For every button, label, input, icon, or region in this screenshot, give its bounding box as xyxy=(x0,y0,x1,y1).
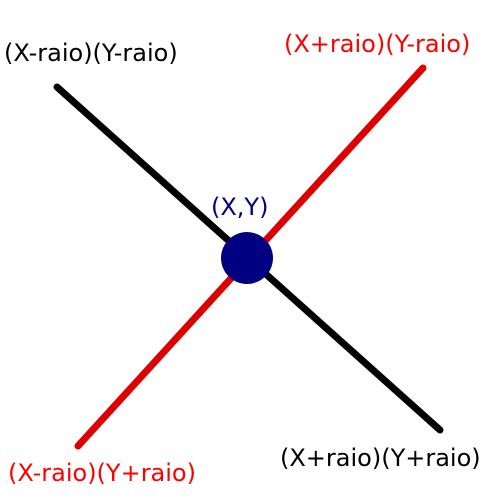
center-point xyxy=(221,232,273,284)
label-center: (X,Y) xyxy=(211,193,268,221)
label-bottom-left: (X-raio)(Y+raio) xyxy=(8,459,196,487)
label-top-left: (X-raio)(Y-raio) xyxy=(4,39,178,67)
label-bottom-right: (X+raio)(Y+raio) xyxy=(280,444,481,472)
label-top-right: (X+raio)(Y-raio) xyxy=(284,30,470,58)
